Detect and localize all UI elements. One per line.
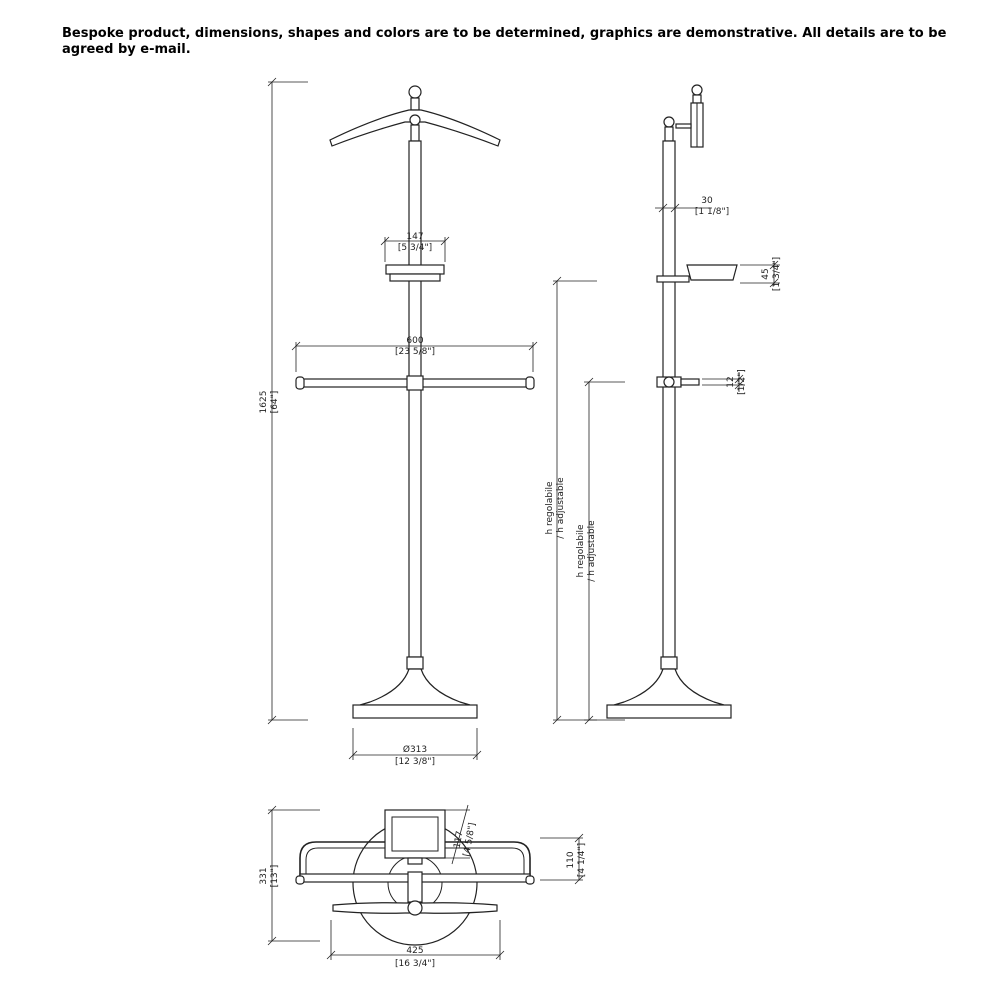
tray-depth-in: [4 5/8"] bbox=[462, 822, 478, 857]
base-diameter-dimension: Ø313 [12 3/8"] bbox=[348, 728, 482, 767]
side-pole-knob bbox=[663, 116, 675, 128]
bar-thickness-dimension: 12 [1/2"] bbox=[702, 369, 747, 395]
tray-height-mm: 45 bbox=[761, 268, 771, 279]
tray-width-dimension: 147 [5 3/4"] bbox=[380, 232, 450, 262]
top-width-mm: 425 bbox=[406, 946, 423, 956]
top-depth-in: [13"] bbox=[270, 865, 280, 888]
bar-offset-in: [4 1/4"] bbox=[577, 843, 587, 877]
base-diameter-mm: Ø313 bbox=[403, 744, 427, 755]
trouser-bar bbox=[295, 375, 535, 391]
tray-height-in: [1 3/4"] bbox=[772, 257, 782, 291]
side-pole bbox=[662, 140, 676, 658]
bar-offset-mm: 110 bbox=[566, 851, 576, 868]
valet-tray bbox=[385, 264, 445, 282]
disclaimer-notice: Bespoke product, dimensions, shapes and … bbox=[62, 26, 947, 57]
side-pole-collar bbox=[664, 126, 674, 142]
bar-width-dimension: 600 [23 5/8"] bbox=[291, 336, 538, 372]
top-view: 331 [13"] bbox=[259, 804, 587, 969]
top-hanger bbox=[332, 900, 498, 916]
tray-side bbox=[656, 264, 738, 283]
tray-width-mm: 147 bbox=[406, 232, 423, 242]
front-height-mm: 1625 bbox=[259, 391, 269, 414]
bar-offset-dimension: 110 [4 1/4"] bbox=[540, 833, 587, 885]
front-view: 1625 [64"] 147 [5 3/4"] bbox=[259, 77, 538, 767]
pole-diameter-mm: 30 bbox=[701, 196, 713, 206]
pole-knob bbox=[409, 114, 421, 126]
tray-width-in: [5 3/4"] bbox=[398, 243, 432, 253]
side-base bbox=[606, 656, 732, 719]
bar-adjustable-height-dimension: h regolabile / h adjustable bbox=[576, 377, 625, 725]
adjustable-label-1a: h regolabile bbox=[545, 481, 555, 535]
side-view: h regolabile / h adjustable h regolabile… bbox=[545, 84, 782, 725]
tray-height-dimension: 45 [1 3/4"] bbox=[740, 257, 782, 291]
adjustable-label-2b: / h adjustable bbox=[587, 520, 597, 582]
front-base bbox=[352, 656, 478, 719]
top-width-dimension: 425 [16 3/4"] bbox=[326, 920, 505, 969]
bar-side bbox=[656, 376, 700, 388]
bar-width-mm: 600 bbox=[406, 336, 423, 346]
pole-diameter-dimension: 30 [1 1/8"] bbox=[655, 196, 729, 217]
top-depth-mm: 331 bbox=[259, 867, 269, 884]
tray-depth-mm: 117 bbox=[453, 830, 466, 849]
front-height-dimension: 1625 [64"] bbox=[259, 77, 308, 725]
pole-collar bbox=[410, 124, 420, 142]
top-pole bbox=[407, 871, 423, 903]
top-tray bbox=[384, 809, 446, 865]
top-width-in: [16 3/4"] bbox=[395, 959, 435, 969]
adjustable-label-1b: / h adjustable bbox=[556, 477, 566, 539]
top-depth-dimension: 331 [13"] bbox=[259, 805, 320, 946]
adjustable-label-2a: h regolabile bbox=[576, 524, 586, 578]
front-height-in: [64"] bbox=[270, 391, 280, 414]
hanger-side bbox=[675, 84, 704, 148]
bar-thickness-in: [1/2"] bbox=[737, 369, 747, 395]
pole bbox=[408, 140, 422, 658]
bar-thickness-mm: 12 bbox=[726, 376, 736, 387]
base-diameter-in: [12 3/8"] bbox=[395, 757, 435, 767]
bar-width-in: [23 5/8"] bbox=[395, 347, 435, 357]
pole-diameter-in: [1 1/8"] bbox=[695, 207, 729, 217]
